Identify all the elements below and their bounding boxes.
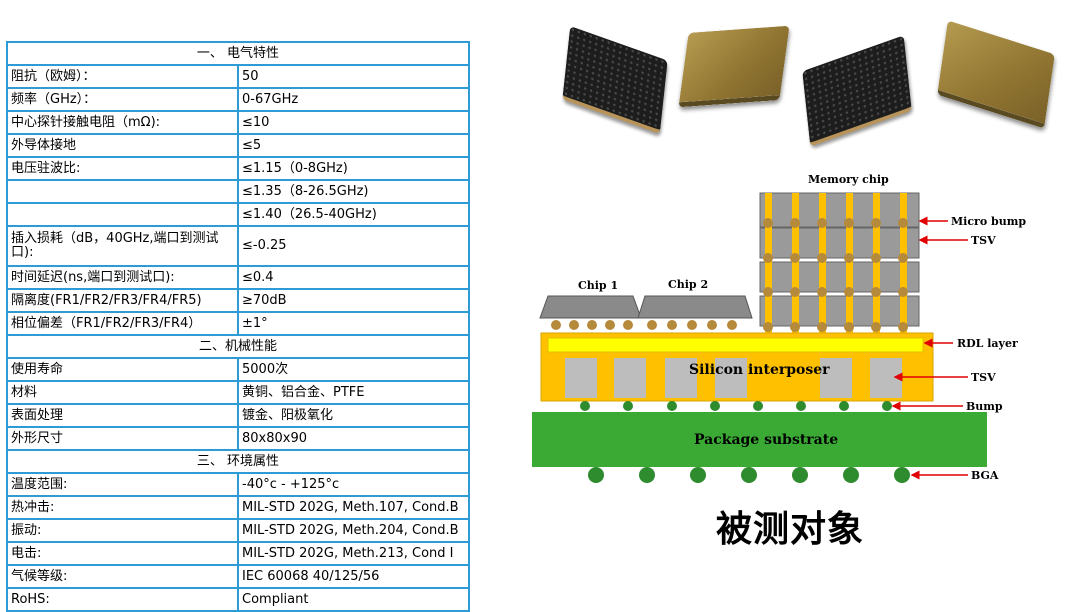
spec-value-cell: ≤1.35（8-26.5GHz) [237,179,470,204]
bump-label: Bump [966,400,1003,413]
section-header: 一、 电气特性 [6,41,470,66]
spec-value-cell: MIL-STD 202G, Meth.204, Cond.B [237,518,470,543]
spec-value-cell: ≤1.15（0-8GHz) [237,156,470,181]
spec-value-cell: 黄铜、铝合金、PTFE [237,380,470,405]
table-row: 电压驻波比:≤1.15（0-8GHz) [6,156,470,181]
package-diagram: Memory chip Chip 1 Chip 2 Micro bump TSV… [532,173,1026,483]
rdl-layer-label: RDL layer [957,337,1018,350]
spec-value-cell: 80x80x90 [237,426,470,451]
chip1-die [539,295,642,330]
spec-name-cell: 表面处理 [6,403,239,428]
spec-value-cell: 镀金、阳极氧化 [237,403,470,428]
spec-name-cell [6,179,239,204]
spec-name-cell: 时间延迟(ns,端口到测试口): [6,265,239,290]
spec-value-cell: MIL-STD 202G, Meth.213, Cond I [237,541,470,566]
spec-name-cell: 电击: [6,541,239,566]
table-row: 振动:MIL-STD 202G, Meth.204, Cond.B [6,518,470,543]
spec-value-cell: 0-67GHz [237,87,470,112]
spec-value-cell: 50 [237,64,470,89]
spec-value-cell: MIL-STD 202G, Meth.107, Cond.B [237,495,470,520]
table-row: 热冲击:MIL-STD 202G, Meth.107, Cond.B [6,495,470,520]
spec-name-cell: 外形尺寸 [6,426,239,451]
tsv-mid-label: TSV [971,371,996,384]
section-title: 一、 电气特性 [6,41,470,66]
bga-row [588,467,910,483]
table-row: 外导体接地≤5 [6,133,470,158]
spec-name-cell: 电压驻波比: [6,156,239,181]
spec-name-cell [6,202,239,227]
spec-name-cell: 阻抗（欧姆）： [6,64,239,89]
table-row: ≤1.35（8-26.5GHz) [6,179,470,204]
section-header: 三、 环境属性 [6,449,470,474]
table-row: 相位偏差（FR1/FR2/FR3/FR4）±1° [6,311,470,336]
spec-value-cell: IEC 60068 40/125/56 [237,564,470,589]
bga-label: BGA [971,469,999,482]
table-row: 温度范围:-40°c - +125°c [6,472,470,497]
table-row: 气候等级:IEC 60068 40/125/56 [6,564,470,589]
silicon-interposer-label: Silicon interposer [689,362,830,378]
table-row: 表面处理镀金、阳极氧化 [6,403,470,428]
chip2-die [637,295,753,330]
table-row: 中心探针接触电阻（mΩ):≤10 [6,110,470,135]
callout-arrows [891,216,968,480]
spec-value-cell: ±1° [237,311,470,336]
table-row: 电击:MIL-STD 202G, Meth.213, Cond I [6,541,470,566]
spec-name-cell: 插入损耗（dB，40GHz,端口到测试口): [6,225,239,267]
spec-name-cell: 频率（GHz）： [6,87,239,112]
spec-name-cell: 相位偏差（FR1/FR2/FR3/FR4） [6,311,239,336]
section-title: 二、机械性能 [6,334,470,359]
spec-name-cell: 中心探针接触电阻（mΩ): [6,110,239,135]
caption-title: 被测对象 [716,509,865,550]
spec-value-cell: ≤1.40（26.5-40GHz) [237,202,470,227]
spec-name-cell: 材料 [6,380,239,405]
silicon-interposer-block [540,332,934,402]
table-row: 频率（GHz）：0-67GHz [6,87,470,112]
spec-name-cell: 振动: [6,518,239,543]
spec-name-cell: 热冲击: [6,495,239,520]
spec-value-cell: ≥70dB [237,288,470,313]
table-row: 时间延迟(ns,端口到测试口):≤0.4 [6,265,470,290]
spec-name-cell: 外导体接地 [6,133,239,158]
chip2-label: Chip 2 [668,278,708,291]
section-header: 二、机械性能 [6,334,470,359]
table-row: 插入损耗（dB，40GHz,端口到测试口):≤-0.25 [6,225,470,267]
spec-value-cell: ≤5 [237,133,470,158]
chip1-label: Chip 1 [578,279,618,292]
table-row: ≤1.40（26.5-40GHz) [6,202,470,227]
spec-value-cell: ≤10 [237,110,470,135]
spec-value-cell: ≤-0.25 [237,225,470,267]
tsv-top-label: TSV [971,234,996,247]
package-substrate-label: Package substrate [694,432,838,448]
spec-name-cell: 使用寿命 [6,357,239,382]
memory-chip-stack [759,192,920,333]
micro-bump-label: Micro bump [951,215,1026,228]
spec-value-cell: -40°c - +125°c [237,472,470,497]
spec-value-cell: 5000次 [237,357,470,382]
package-substrate-block [532,412,987,467]
bump-row [580,401,892,411]
spec-name-cell: 气候等级: [6,564,239,589]
spec-name-cell: 温度范围: [6,472,239,497]
spec-name-cell: 隔离度(FR1/FR2/FR3/FR4/FR5) [6,288,239,313]
table-row: 阻抗（欧姆）：50 [6,64,470,89]
spec-value-cell: ≤0.4 [237,265,470,290]
memory-chip-label: Memory chip [808,173,889,186]
table-row: 材料黄铜、铝合金、PTFE [6,380,470,405]
table-row: 隔离度(FR1/FR2/FR3/FR4/FR5)≥70dB [6,288,470,313]
section-title: 三、 环境属性 [6,449,470,474]
